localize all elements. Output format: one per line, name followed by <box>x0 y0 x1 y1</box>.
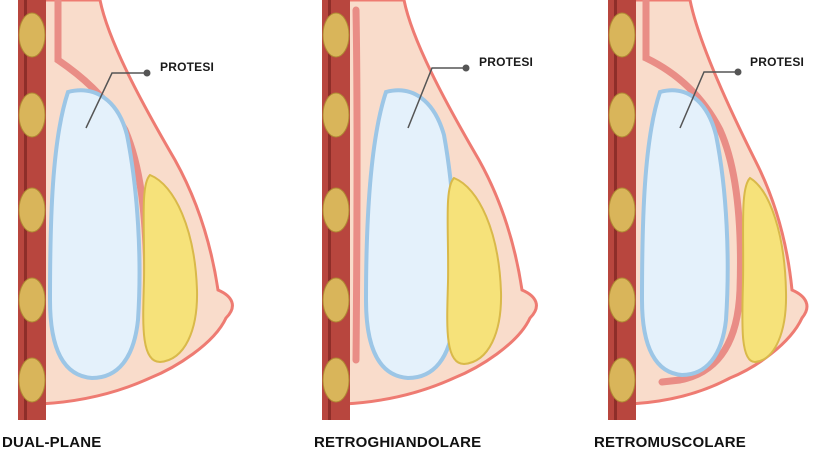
rib <box>19 93 45 137</box>
rib <box>323 13 349 57</box>
breast-diagram-dual-plane <box>0 0 272 456</box>
implant <box>642 90 728 375</box>
implant <box>50 90 140 378</box>
rib <box>609 278 635 322</box>
rib <box>609 93 635 137</box>
implant <box>366 90 456 378</box>
rib <box>609 13 635 57</box>
panel-caption: RETROGHIANDOLARE <box>314 434 481 451</box>
rib <box>609 188 635 232</box>
panel-retromuscolare: PROTESI RETROMUSCOLARE <box>590 0 818 456</box>
breast-diagram-retroghiandolare <box>304 0 576 456</box>
callout-dot <box>144 70 151 77</box>
panel-dual-plane: PROTESI DUAL-PLANE <box>0 0 272 456</box>
panel-caption: DUAL-PLANE <box>2 434 102 451</box>
callout-dot <box>463 65 470 72</box>
rib <box>323 278 349 322</box>
panel-retroghiandolare: PROTESI RETROGHIANDOLARE <box>304 0 576 456</box>
rib <box>323 93 349 137</box>
rib <box>19 278 45 322</box>
callout-label: PROTESI <box>479 55 533 69</box>
rib <box>323 358 349 402</box>
callout-label: PROTESI <box>750 55 804 69</box>
rib <box>323 188 349 232</box>
callout-dot <box>735 69 742 76</box>
rib <box>19 188 45 232</box>
rib <box>609 358 635 402</box>
callout-label: PROTESI <box>160 60 214 74</box>
rib <box>19 358 45 402</box>
panel-caption: RETROMUSCOLARE <box>594 434 746 451</box>
pectoral-muscle <box>356 10 357 360</box>
mammary-gland <box>742 178 786 362</box>
rib <box>19 13 45 57</box>
